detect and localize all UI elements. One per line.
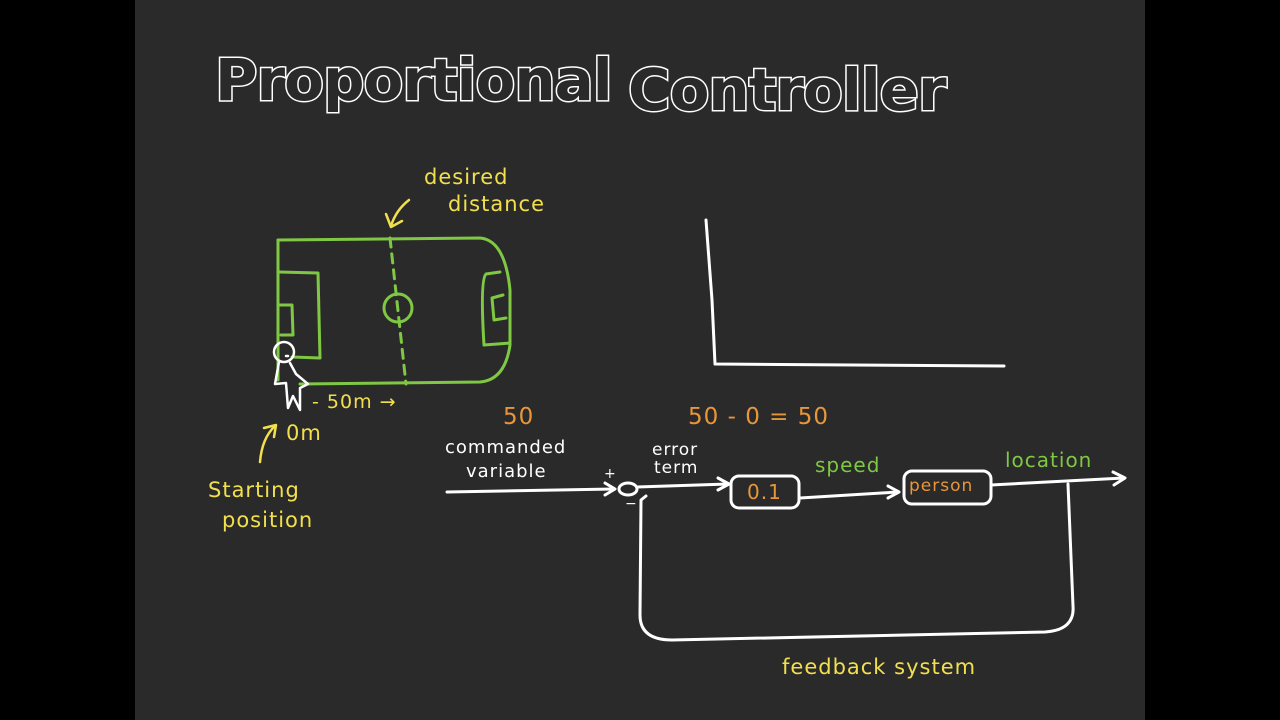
commanded-label-line2: variable: [466, 461, 547, 482]
location-label: location: [1005, 448, 1093, 472]
commanded-label-line1: commanded: [445, 437, 567, 458]
plus-sign: +: [604, 466, 617, 482]
speed-label: speed: [815, 453, 881, 477]
start-label-line1: Starting: [208, 478, 300, 502]
start-label-line2: position: [222, 508, 314, 532]
plant-block-label: person: [909, 476, 974, 496]
desired-label-line2: distance: [448, 192, 545, 216]
annotation-arrows: [258, 198, 411, 464]
title-proportional: Proportional: [214, 45, 615, 116]
error-label-line2: term: [654, 458, 699, 478]
error-label-line1: error: [652, 440, 699, 460]
error-calculation: 50 - 0 = 50: [688, 404, 829, 430]
graph-axes: [704, 218, 1006, 368]
distance-label: - 50m →: [312, 391, 397, 413]
minus-sign: −: [625, 496, 638, 512]
person-figure: [272, 340, 310, 412]
start-value-label: 0m: [286, 421, 322, 445]
title-controller: Controller: [627, 55, 949, 126]
gain-block-label: 0.1: [747, 480, 782, 504]
feedback-label: feedback system: [782, 655, 977, 679]
desired-label-line1: desired: [424, 165, 509, 189]
block-diagram: [445, 469, 1127, 642]
soccer-field: [276, 236, 512, 386]
commanded-value: 50: [503, 404, 535, 430]
